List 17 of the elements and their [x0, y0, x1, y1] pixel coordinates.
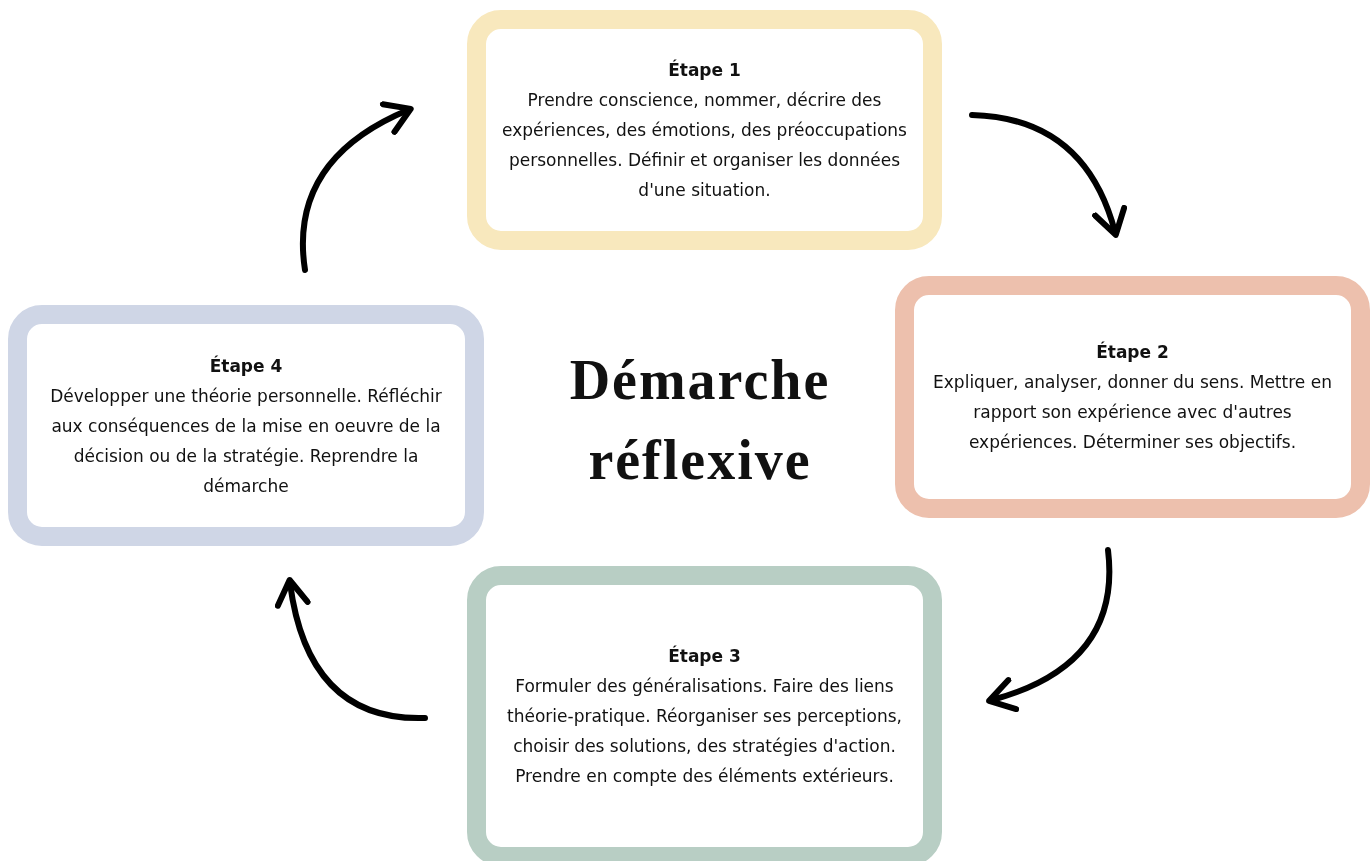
step-description: Expliquer, analyser, donner du sens. Mettre en rapport son expérience avec d'autres expériences. Déterminer ses objectifs.: [932, 371, 1333, 454]
curved-arrow: [969, 112, 1127, 238]
step-card: [467, 10, 942, 250]
curved-arrow: [986, 547, 1113, 712]
curved-arrow: [300, 102, 414, 273]
step-heading: Étape 4: [209, 354, 283, 378]
step-description: Prendre conscience, nommer, décrire des expériences, des émotions, des préoccupations personnelles. Définir et organiser les données d'une situation.: [501, 89, 908, 202]
step-card: [895, 276, 1370, 518]
step-heading: Étape 3: [668, 644, 741, 668]
step-heading: Étape 1: [668, 58, 741, 82]
diagram-title: Démarche réflexive: [568, 348, 832, 493]
step-card: [467, 566, 942, 861]
step-card: [8, 305, 484, 546]
step-description: Formuler des généralisations. Faire des liens théorie-pratique. Réorganiser ses perceptions, choisir des solutions, des stratégies d'action. Prendre en compte des éléments extérieurs.: [506, 675, 903, 788]
curved-arrow: [275, 577, 428, 721]
step-heading: Étape 2: [1096, 340, 1169, 364]
step-description: Développer une théorie personnelle. Réfléchir aux conséquences de la mise en oeuvre de la décision ou de la stratégie. Reprendre la démarche: [49, 384, 443, 498]
